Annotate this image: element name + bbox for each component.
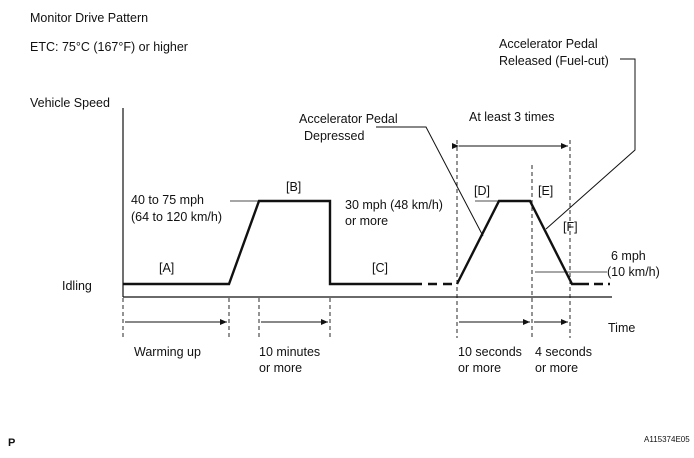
mid-speed-label-line2: or more — [345, 214, 388, 228]
four-seconds-label-line1: 4 seconds — [535, 345, 592, 359]
pedal-depressed-label-line2: Depressed — [304, 129, 364, 143]
high-speed-label-line1: 40 to 75 mph — [131, 193, 204, 207]
phase-a-label: [A] — [159, 261, 174, 275]
pedal-released-leader — [545, 58, 636, 230]
ten-seconds-label-line2: or more — [458, 361, 501, 375]
mid-speed-label-line1: 30 mph (48 km/h) — [345, 198, 443, 212]
phase-b-label: [B] — [286, 180, 301, 194]
low-speed-label-line1: 6 mph — [611, 249, 646, 263]
phase-d-label: [D] — [474, 184, 490, 198]
phase-c-label: [C] — [372, 261, 388, 275]
repeat-label: At least 3 times — [469, 110, 554, 124]
idling-label: Idling — [62, 279, 92, 293]
ten-seconds-label-line1: 10 seconds — [458, 345, 522, 359]
speed-profile-segment-a-b — [123, 199, 413, 286]
temperature-condition: ETC: 75°C (167°F) or higher — [30, 40, 188, 54]
x-axis-label: Time — [608, 321, 635, 335]
phase-f-label: [F] — [563, 220, 578, 234]
diagram-title: Monitor Drive Pattern — [30, 11, 148, 25]
y-axis-label: Vehicle Speed — [30, 96, 110, 110]
ten-minutes-label-line2: or more — [259, 361, 302, 375]
corner-letter: P — [8, 437, 15, 449]
speed-profile-segment-d-f — [455, 199, 580, 286]
warming-up-label: Warming up — [134, 345, 201, 359]
pedal-depressed-leader — [376, 126, 484, 237]
pedal-released-label-line2: Released (Fuel-cut) — [499, 54, 609, 68]
high-speed-label-line2: (64 to 120 km/h) — [131, 210, 222, 224]
phase-e-label: [E] — [538, 184, 553, 198]
ten-minutes-label-line1: 10 minutes — [259, 345, 320, 359]
four-seconds-label-line2: or more — [535, 361, 578, 375]
pedal-depressed-label-line1: Accelerator Pedal — [299, 112, 398, 126]
low-speed-label-line2: (10 km/h) — [607, 265, 660, 279]
pedal-released-label-line1: Accelerator Pedal — [499, 37, 598, 51]
figure-code: A115374E05 — [644, 435, 690, 444]
